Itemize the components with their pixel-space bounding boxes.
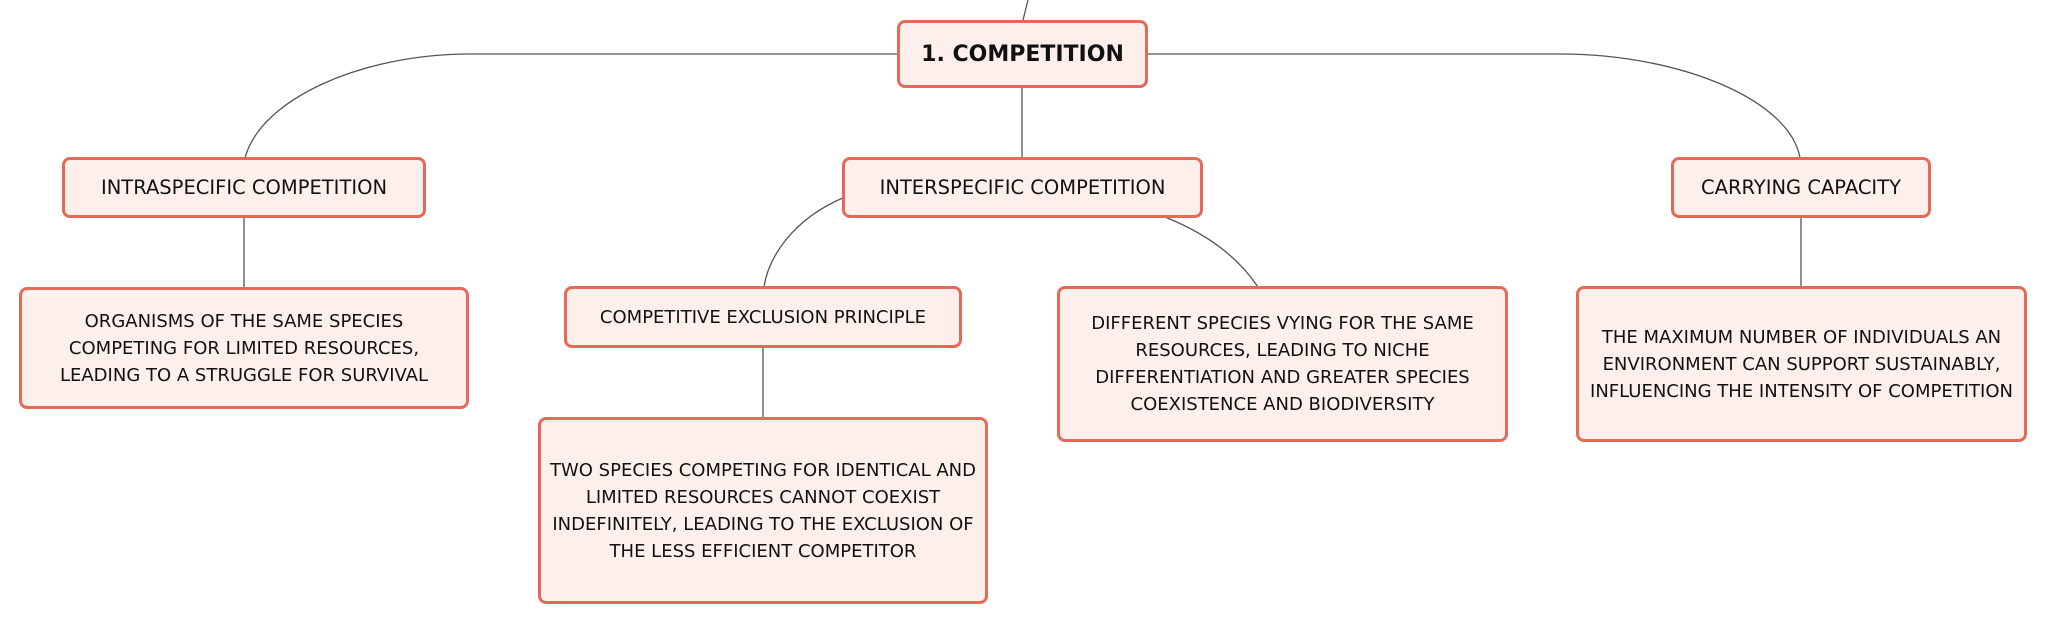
intraspecific-competition-label: INTRASPECIFIC COMPETITION <box>100 176 388 199</box>
competitive-exclusion-node[interactable]: COMPETITIVE EXCLUSION PRINCIPLE <box>564 286 962 348</box>
carrying-capacity-description-text: THE MAXIMUM NUMBER OF INDIVIDUALS AN ENV… <box>1590 326 2013 402</box>
connector-interspecific-description <box>1164 216 1259 288</box>
interspecific-description-text: DIFFERENT SPECIES VYING FOR THE SAME RES… <box>1091 313 1474 415</box>
parent-connector <box>1022 0 1029 21</box>
root-topic-node[interactable]: 1. COMPETITION <box>897 20 1148 88</box>
connector-root-carrying-capacity <box>1147 53 1801 159</box>
competitive-exclusion-description-text: TWO SPECIES COMPETING FOR IDENTICAL AND … <box>550 459 976 562</box>
intraspecific-competition-node[interactable]: INTRASPECIFIC COMPETITION <box>62 157 426 218</box>
connector-interspecific-exclusion <box>763 196 846 288</box>
interspecific-competition-label: INTERSPECIFIC COMPETITION <box>879 176 1166 199</box>
carrying-capacity-description-node[interactable]: THE MAXIMUM NUMBER OF INDIVIDUALS AN ENV… <box>1576 286 2027 442</box>
interspecific-description-node[interactable]: DIFFERENT SPECIES VYING FOR THE SAME RES… <box>1057 286 1508 442</box>
interspecific-competition-node[interactable]: INTERSPECIFIC COMPETITION <box>842 157 1203 218</box>
competitive-exclusion-description-node[interactable]: TWO SPECIES COMPETING FOR IDENTICAL AND … <box>538 417 988 604</box>
intraspecific-description-node[interactable]: ORGANISMS OF THE SAME SPECIES COMPETING … <box>19 287 469 409</box>
connector-root-intraspecific <box>244 53 897 159</box>
competitive-exclusion-label: COMPETITIVE EXCLUSION PRINCIPLE <box>599 306 927 328</box>
carrying-capacity-label: CARRYING CAPACITY <box>1700 176 1902 199</box>
intraspecific-description-text: ORGANISMS OF THE SAME SPECIES COMPETING … <box>59 310 429 386</box>
carrying-capacity-node[interactable]: CARRYING CAPACITY <box>1671 157 1931 218</box>
root-topic-label: 1. COMPETITION <box>921 41 1124 67</box>
